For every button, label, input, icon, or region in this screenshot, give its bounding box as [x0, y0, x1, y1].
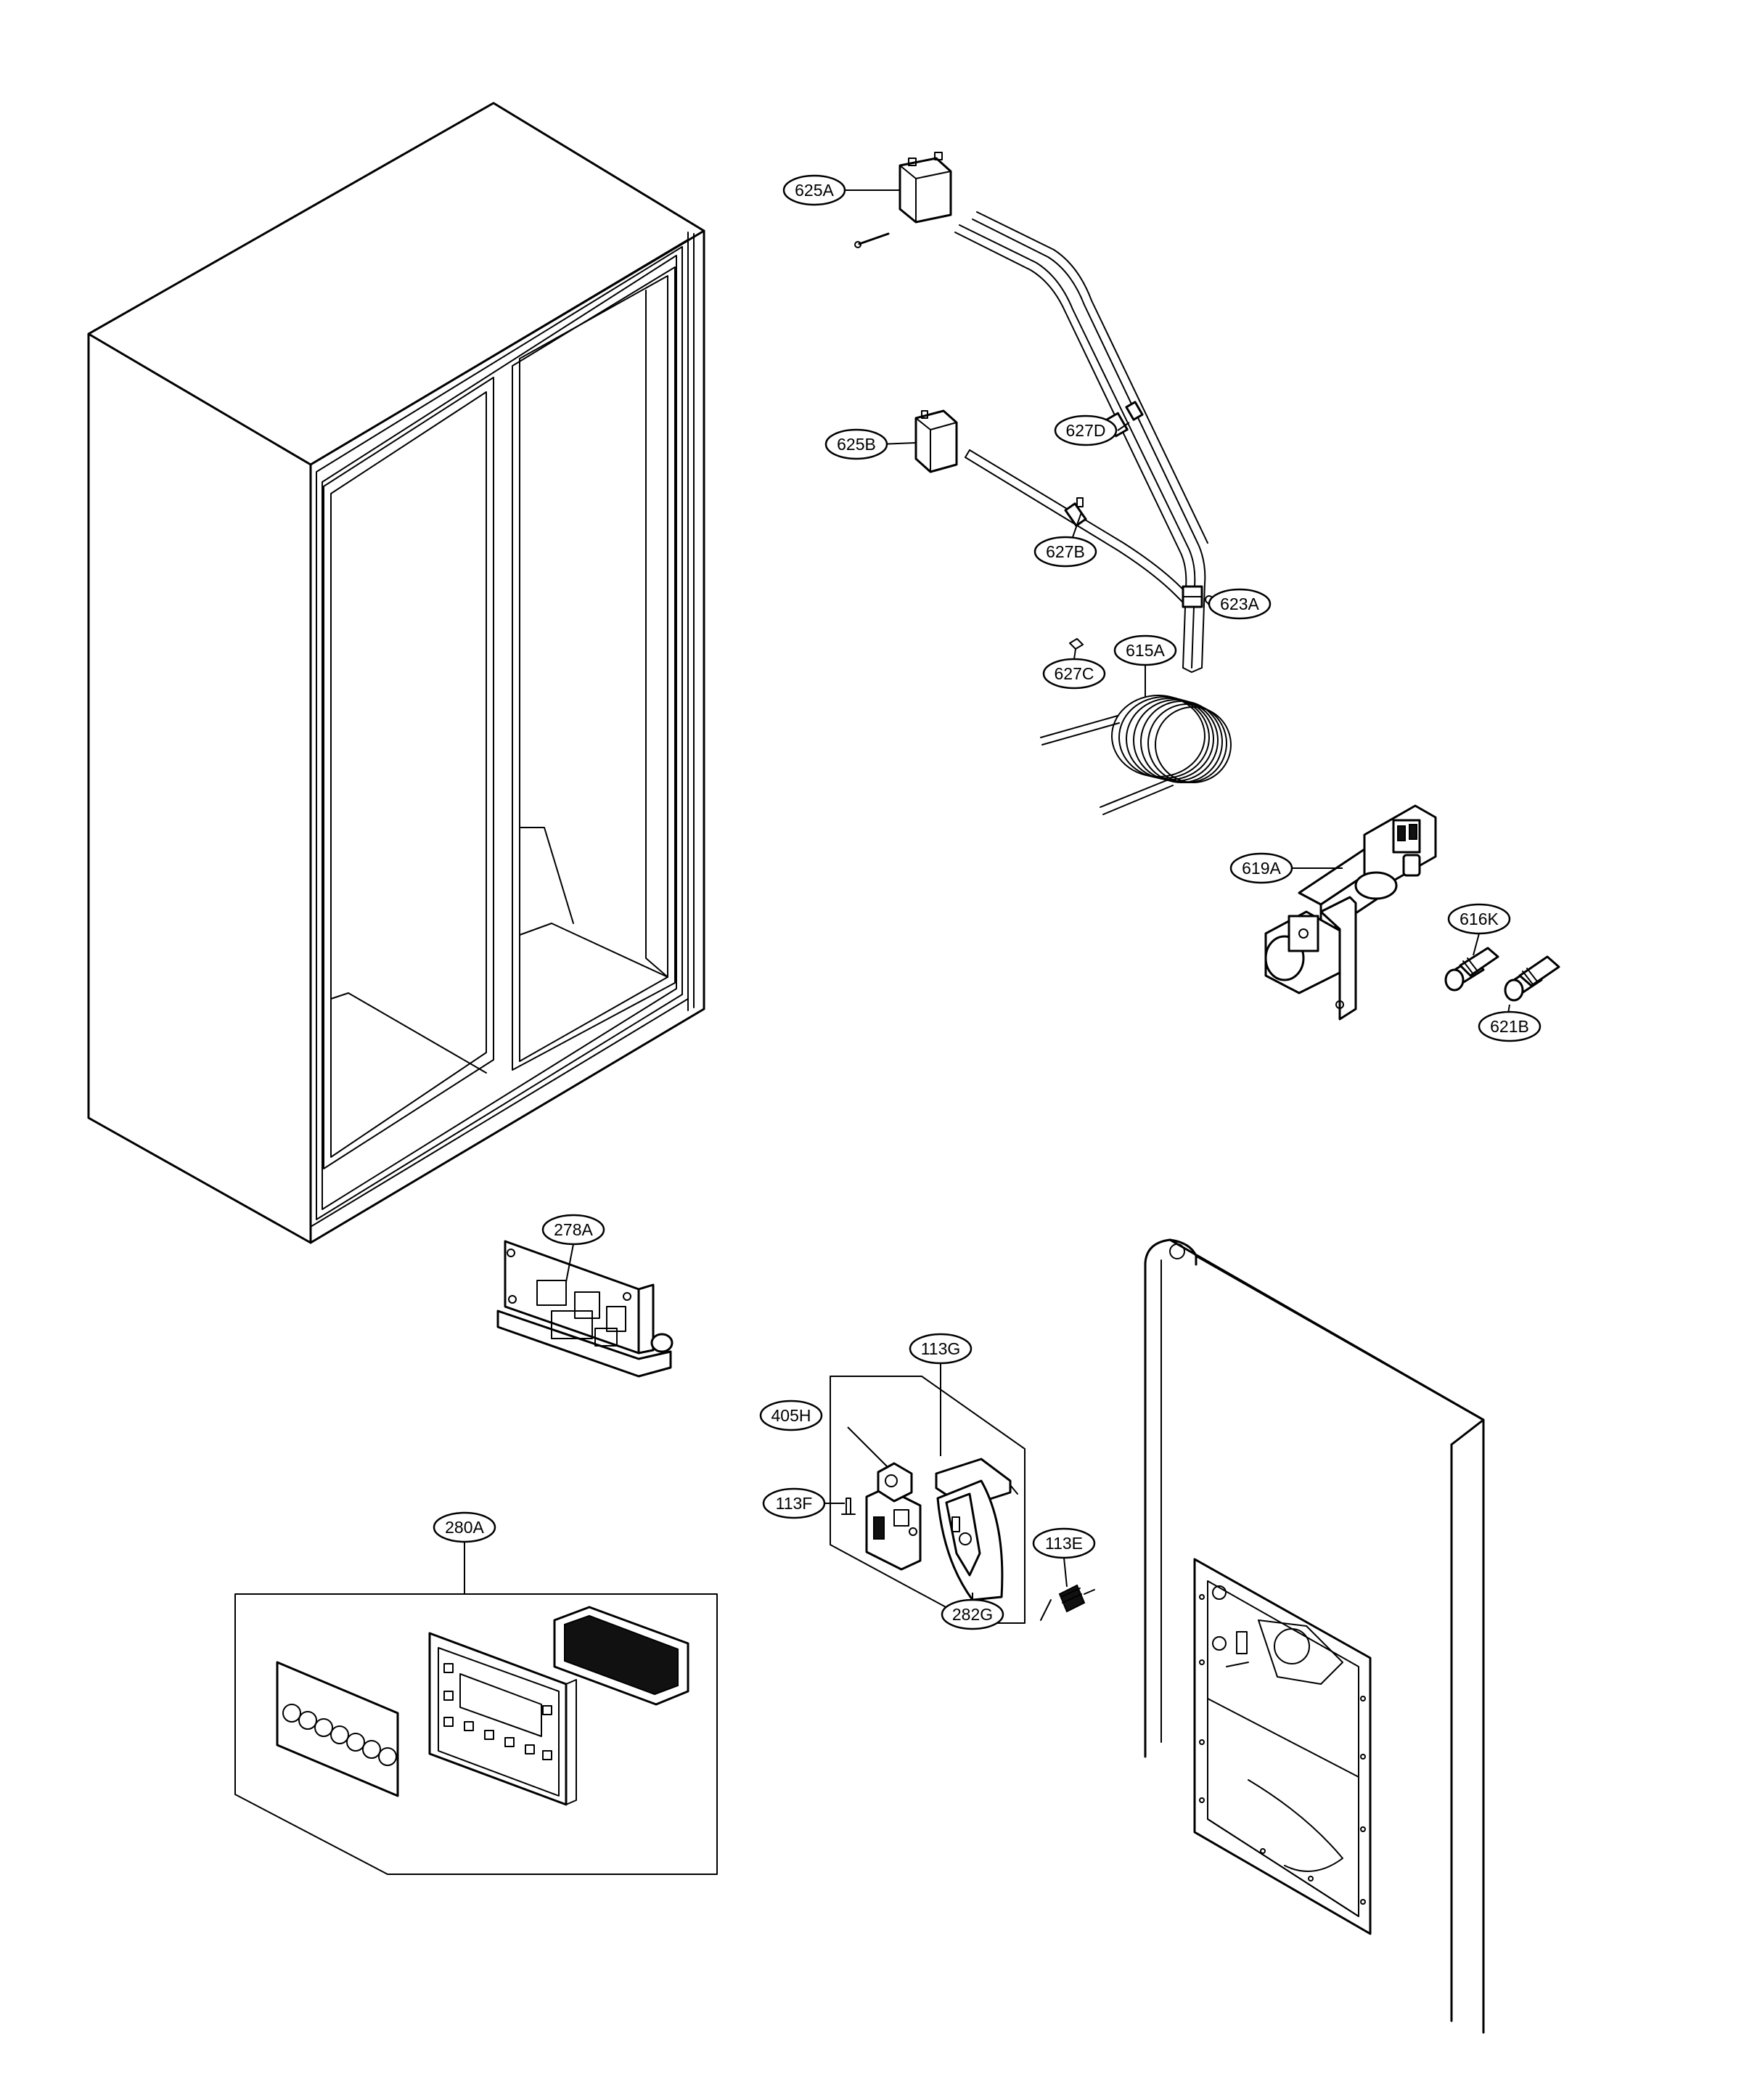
callout-label: 623A	[1220, 595, 1259, 613]
fitting-621b-part	[1504, 955, 1560, 1002]
callout-label: 625B	[837, 435, 876, 454]
tube-627d-part	[954, 211, 1208, 673]
motor-405h-part	[865, 1462, 922, 1571]
spring-113e-part	[1040, 1584, 1095, 1621]
callout-113e: 113E	[1032, 1527, 1096, 1559]
callout-label: 625A	[795, 181, 834, 200]
tube-627b-part	[965, 449, 1191, 605]
small-part-627c	[1069, 638, 1084, 650]
callout-113f: 113F	[762, 1487, 826, 1519]
callout-label: 280A	[445, 1518, 484, 1537]
callout-615a: 615A	[1113, 634, 1177, 666]
callout-label: 113G	[921, 1339, 961, 1358]
callout-label: 616K	[1460, 910, 1499, 928]
callout-label: 113E	[1045, 1534, 1083, 1553]
callout-label: 278A	[554, 1220, 593, 1239]
callout-619a: 619A	[1229, 852, 1293, 884]
callout-282g: 282G	[941, 1598, 1004, 1630]
callout-621b: 621B	[1478, 1010, 1542, 1042]
callout-113g: 113G	[909, 1333, 973, 1365]
callout-label: 627B	[1046, 542, 1085, 561]
callout-627c: 627C	[1042, 658, 1106, 690]
callout-280a: 280A	[433, 1511, 496, 1543]
screw-113f-part	[841, 1498, 856, 1515]
callout-label: 615A	[1126, 641, 1165, 660]
callout-627b: 627B	[1033, 536, 1097, 568]
callout-625b: 625B	[824, 428, 888, 460]
callout-623a: 623A	[1208, 588, 1272, 620]
freezer-door	[1144, 1238, 1485, 2034]
water-valve-619a-part	[1264, 804, 1437, 1021]
fitting-616k-part	[1444, 947, 1499, 992]
cam-282g-part	[935, 1458, 1018, 1601]
clamp-623a-part	[1182, 585, 1213, 608]
display-panel-280a-group	[234, 1593, 718, 1875]
callout-label: 627C	[1055, 664, 1094, 683]
callout-label: 405H	[771, 1406, 811, 1425]
water-tube-assembly	[854, 152, 1232, 815]
bracket-625b-part	[914, 409, 958, 473]
callout-label: 113F	[776, 1494, 813, 1513]
callout-625a: 625A	[782, 174, 846, 206]
callout-label: 282G	[952, 1605, 993, 1624]
refrigerator-cabinet	[87, 102, 705, 1244]
bracket-625a-part	[854, 152, 952, 248]
pcb-278a-part	[496, 1240, 674, 1378]
leader-lines	[464, 189, 1510, 1600]
callout-label: 627D	[1066, 421, 1106, 440]
callout-405h: 405H	[759, 1400, 823, 1431]
callout-278a: 278A	[541, 1214, 605, 1246]
callout-616k: 616K	[1447, 903, 1511, 935]
actuator-group	[830, 1376, 1025, 1624]
callout-label: 621B	[1490, 1017, 1529, 1036]
callout-label: 619A	[1242, 859, 1281, 878]
tube-coil-615a-part	[1040, 695, 1232, 815]
callout-627d: 627D	[1054, 414, 1118, 446]
